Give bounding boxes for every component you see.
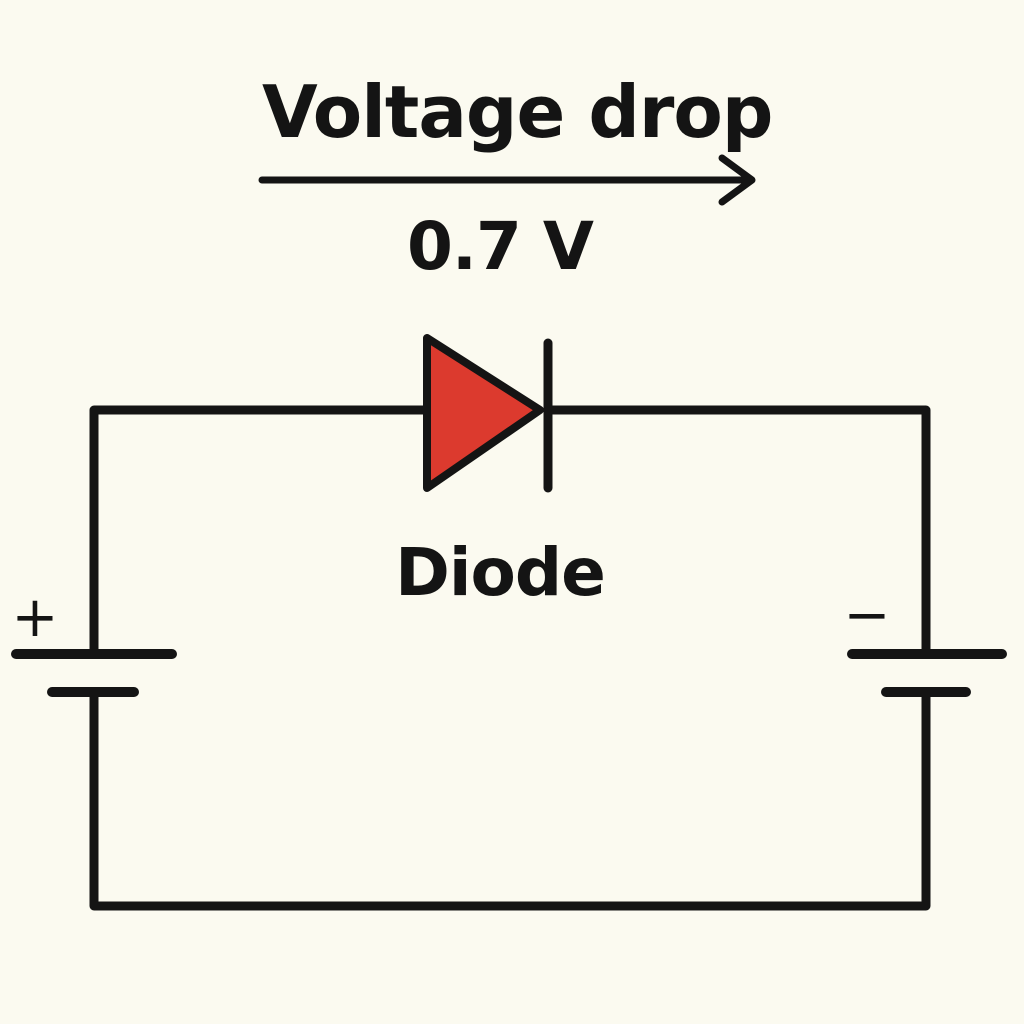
left-battery [11, 649, 177, 697]
right-battery [847, 649, 1007, 697]
diode-symbol [423, 334, 553, 493]
voltage-value-label: 0.7 V [407, 208, 594, 285]
diode-triangle [423, 334, 544, 492]
diode-label: Diode [395, 534, 606, 611]
voltage-drop-arrow [258, 154, 756, 206]
top-right-wire [543, 405, 931, 657]
negative-terminal-sign: − [843, 583, 891, 648]
voltage-drop-title: Voltage drop [262, 70, 773, 154]
positive-terminal-sign: + [11, 585, 59, 650]
circuit-wires [89, 405, 931, 911]
bottom-wire [89, 687, 931, 911]
top-left-wire [89, 405, 435, 657]
